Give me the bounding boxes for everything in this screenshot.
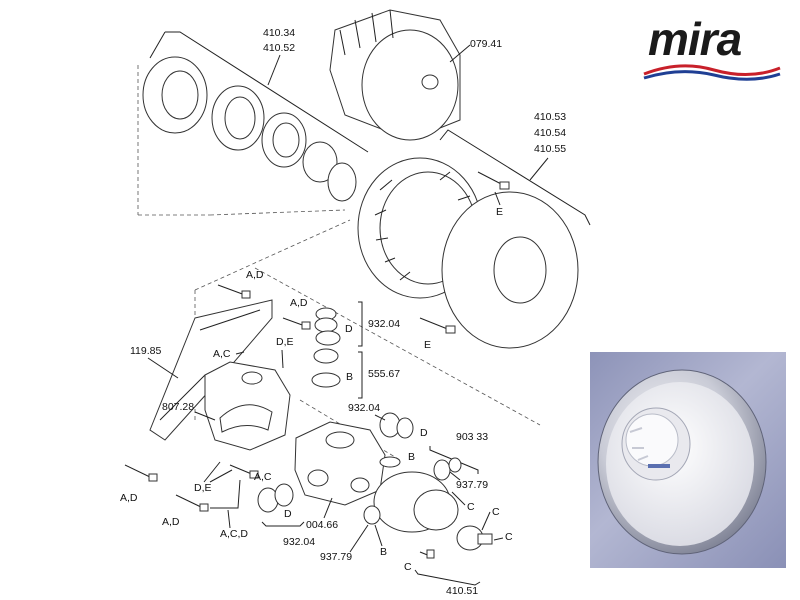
brand-swoosh — [643, 64, 781, 81]
brand-logo: mira — [640, 12, 788, 82]
label-e-top: E — [496, 206, 503, 218]
label-004-66: 004.66 — [306, 519, 338, 531]
screw-ac-2 — [229, 464, 259, 479]
label-937-79-b: 937.79 — [320, 551, 352, 563]
label-d-1: D — [345, 323, 353, 335]
o-ring-937-b — [363, 505, 381, 525]
label-410-34: 410.34 — [263, 27, 295, 39]
thermostatic-cartridge — [373, 471, 493, 551]
label-ac-1: A,C — [213, 348, 231, 360]
label-ac-2: A,C — [254, 471, 272, 483]
label-ad-2: A,D — [290, 297, 308, 309]
label-d-3: D — [284, 508, 292, 520]
label-932-04-b: 932.04 — [348, 402, 380, 414]
label-c-4: C — [505, 531, 513, 543]
screw-ad-4 — [175, 494, 209, 512]
label-410-52: 410.52 — [263, 42, 295, 54]
control-knob-cap — [329, 9, 461, 141]
screw-ad-1 — [217, 284, 251, 299]
label-410-53: 410.53 — [534, 111, 566, 123]
valve-body — [294, 421, 386, 506]
ring-stack-assembly — [142, 31, 369, 202]
seal-903 — [448, 457, 462, 473]
screw-ad-2 — [282, 317, 311, 330]
label-079-41: 079.41 — [470, 38, 502, 50]
fittings-932-04-b — [379, 412, 414, 439]
screw-e-bottom — [419, 317, 456, 334]
nut-stack-932-04 — [311, 301, 363, 388]
label-555-67: 555.67 — [368, 368, 400, 380]
label-de-2: D,E — [194, 482, 212, 494]
label-c-1: C — [467, 501, 475, 513]
label-410-54: 410.54 — [534, 127, 566, 139]
allen-key — [210, 479, 241, 509]
label-903-33: 903 33 — [456, 431, 488, 443]
label-b-2: B — [408, 451, 415, 463]
shroud-and-faceplate — [357, 129, 591, 349]
screw-e-top — [477, 171, 510, 190]
shower-valve-illustration — [597, 369, 767, 555]
label-d-2: D — [420, 427, 428, 439]
label-807-28: 807.28 — [162, 401, 194, 413]
screw-ad-3 — [124, 464, 158, 482]
label-c-3: C — [492, 506, 500, 518]
brand-logo-text: mira — [648, 13, 742, 65]
screw-c-2 — [419, 549, 435, 559]
label-ad-3: A,D — [120, 492, 138, 504]
label-b-1: B — [346, 371, 353, 383]
label-e-bottom: E — [424, 339, 431, 351]
o-ring-903 — [433, 459, 451, 481]
label-de-1: D,E — [276, 336, 294, 348]
label-932-04-c: 932.04 — [283, 536, 315, 548]
label-937-79-a: 937.79 — [456, 479, 488, 491]
label-932-04-a: 932.04 — [368, 318, 400, 330]
label-acd: A,C,D — [220, 528, 248, 540]
product-photo — [590, 352, 786, 568]
label-ad-1: A,D — [246, 269, 264, 281]
label-c-2: C — [404, 561, 412, 573]
label-119-85: 119.85 — [130, 345, 161, 357]
backplate-807-28 — [204, 361, 291, 451]
label-410-55: 410.55 — [534, 143, 566, 155]
label-b-3: B — [380, 546, 387, 558]
label-410-51: 410.51 — [446, 585, 478, 597]
fittings-932-04-c — [257, 483, 294, 513]
o-ring-b-2 — [379, 456, 401, 468]
label-ad-4: A,D — [162, 516, 180, 528]
